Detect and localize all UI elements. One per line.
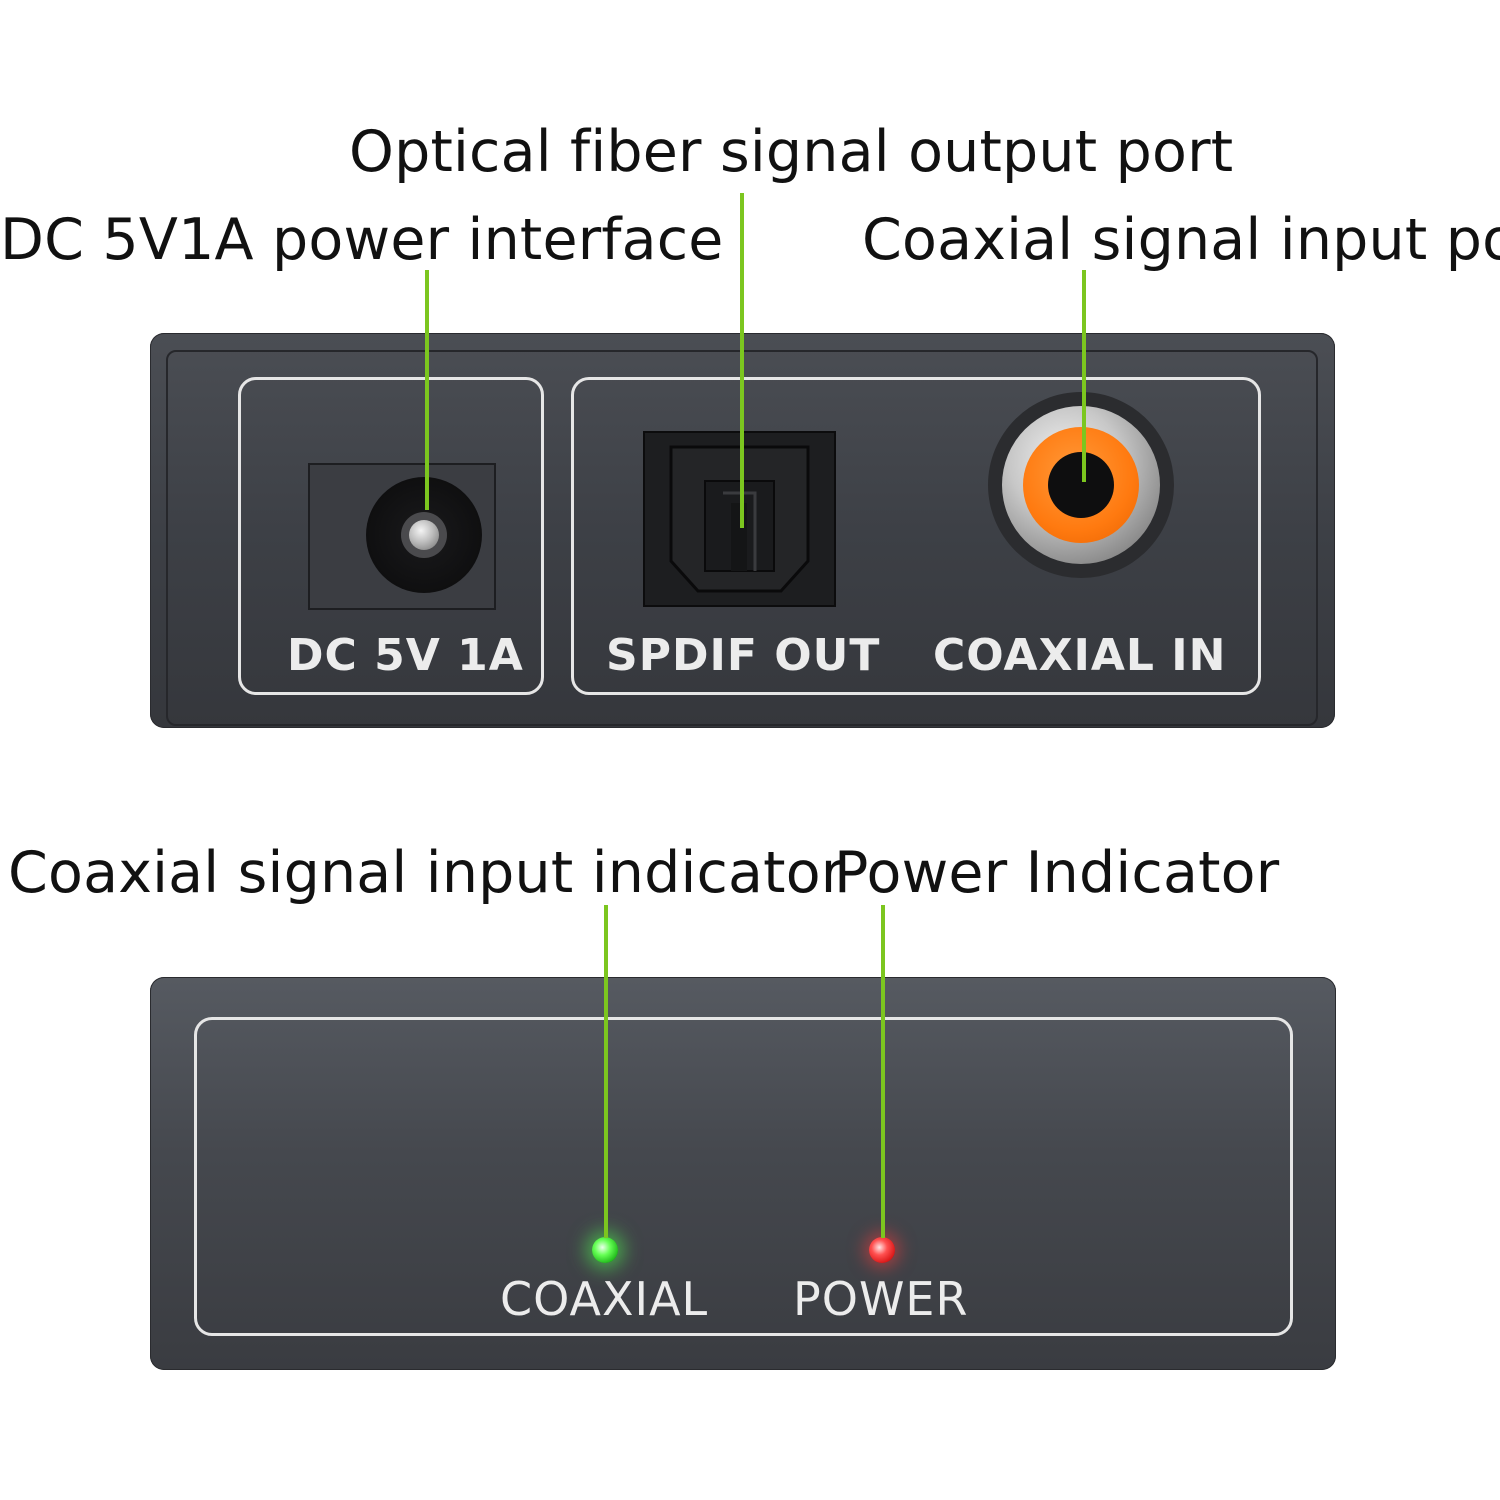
optical-output-callout: Optical fiber signal output port bbox=[349, 119, 1234, 185]
coaxial-indicator-leader-line bbox=[604, 905, 608, 1238]
optical-output-leader-line bbox=[740, 193, 744, 528]
power-indicator-callout: Power Indicator bbox=[834, 840, 1280, 906]
coaxial-port-label: COAXIAL IN bbox=[933, 630, 1227, 681]
power-led-indicator bbox=[869, 1237, 895, 1263]
coaxial-indicator-callout: Coaxial signal input indicator bbox=[8, 840, 845, 906]
dc-jack-pin bbox=[409, 520, 439, 550]
power-indicator-leader-line bbox=[881, 905, 885, 1238]
power-led-label: POWER bbox=[793, 1272, 969, 1326]
spdif-port-label: SPDIF OUT bbox=[606, 630, 881, 681]
coaxial-led-indicator bbox=[592, 1237, 618, 1263]
front-panel bbox=[150, 977, 1336, 1370]
dc-port-label: DC 5V 1A bbox=[287, 630, 524, 681]
audio-ports-frame bbox=[571, 377, 1261, 695]
coaxial-center-hole bbox=[1048, 452, 1114, 518]
dc-power-callout: DC 5V1A power interface bbox=[0, 207, 724, 273]
coaxial-input-leader-line bbox=[1082, 270, 1086, 482]
dc-frame bbox=[238, 377, 544, 695]
front-panel-frame bbox=[194, 1017, 1293, 1336]
coaxial-input-callout: Coaxial signal input port bbox=[862, 207, 1500, 273]
coaxial-led-label: COAXIAL bbox=[500, 1272, 709, 1326]
dc-power-leader-line bbox=[425, 270, 429, 510]
